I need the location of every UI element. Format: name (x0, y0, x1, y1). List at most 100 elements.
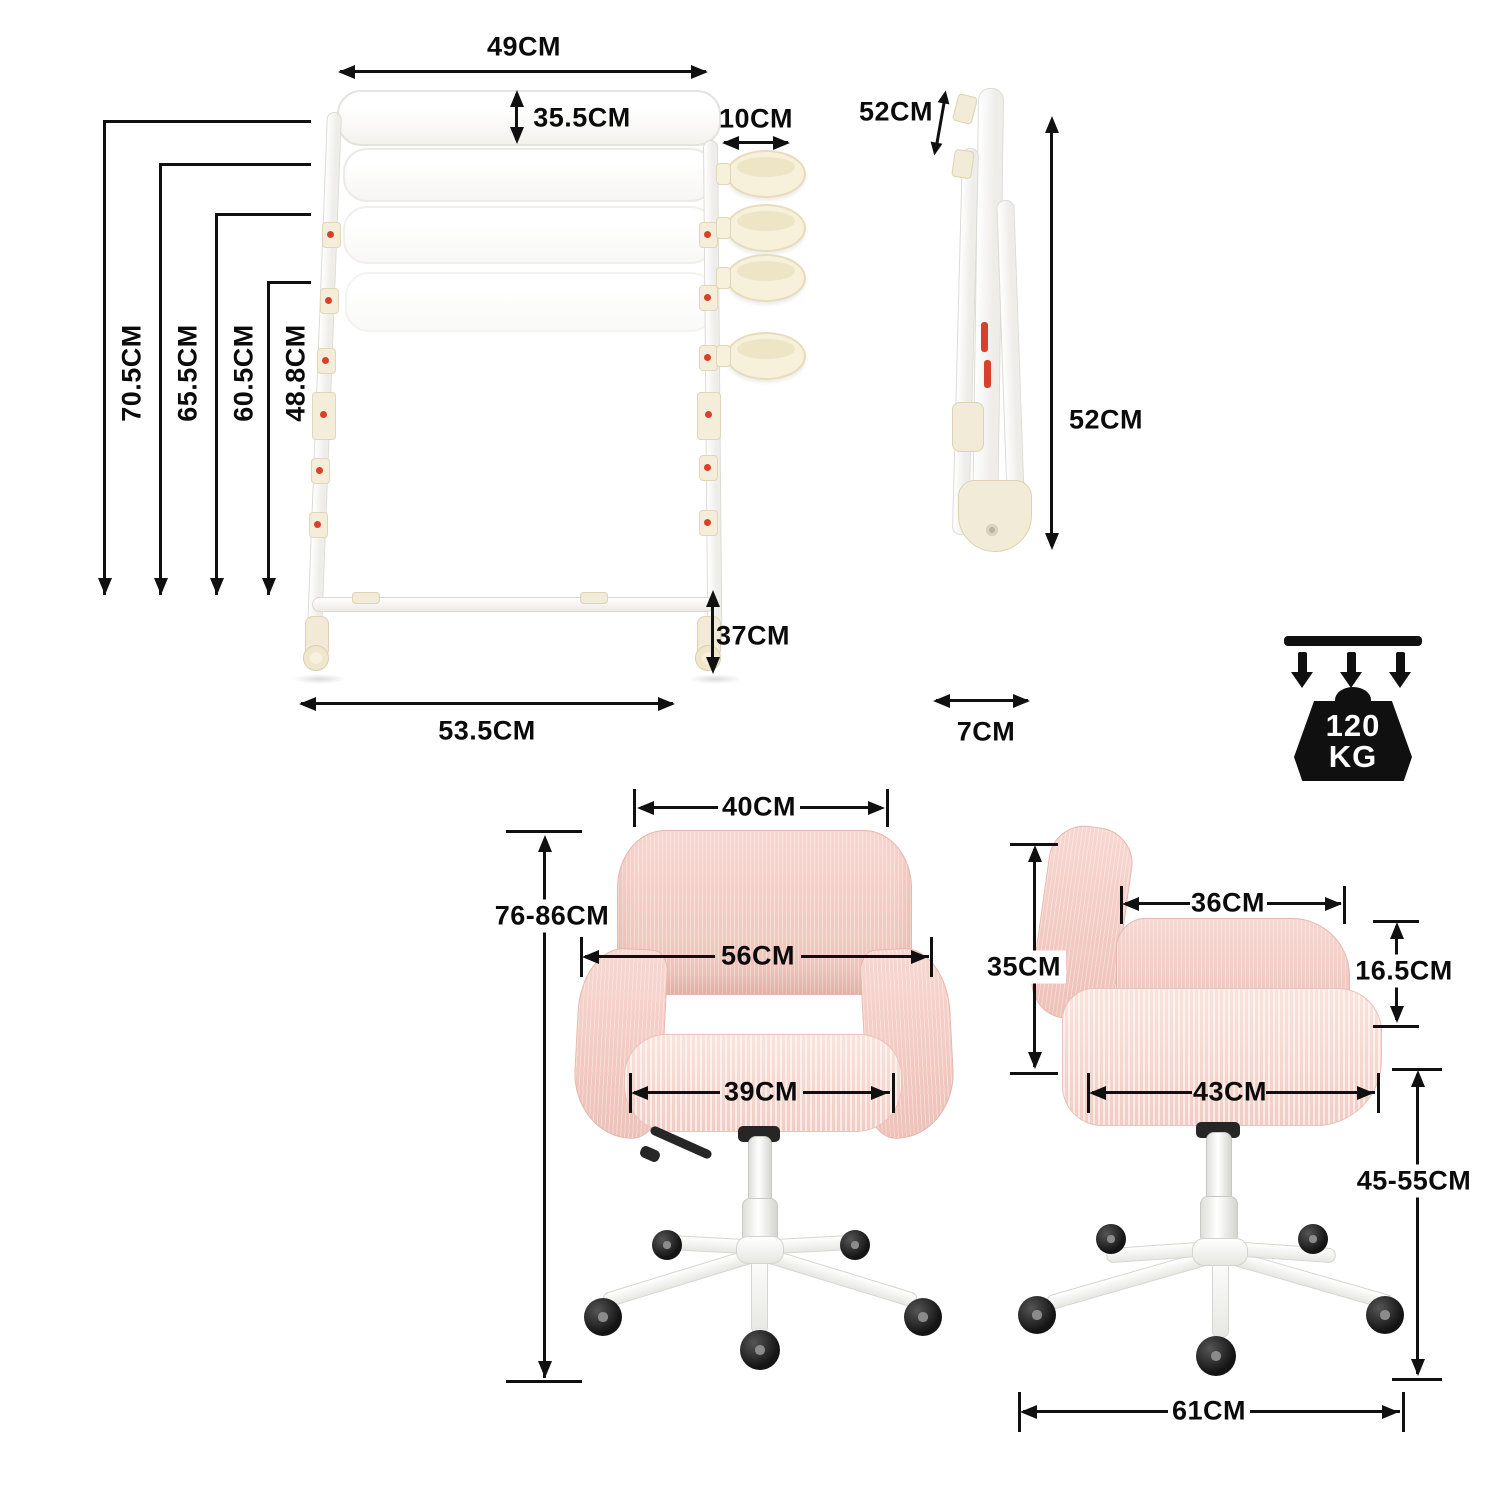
dim-line (800, 806, 881, 809)
caster (1096, 1224, 1126, 1254)
desk-leg-left (306, 111, 342, 646)
crossbar-sleeve (352, 592, 380, 604)
dim-tick (1373, 920, 1419, 923)
dim-tick (580, 937, 583, 977)
dim-line (803, 1091, 890, 1094)
dim-tick (1402, 1392, 1405, 1432)
arrowhead-right (1325, 897, 1342, 911)
dim-line (1092, 1091, 1192, 1094)
folded-clamp (952, 402, 984, 452)
arrowhead-left (338, 65, 355, 79)
down-arrow-icon (1291, 672, 1313, 688)
dim-line (515, 94, 518, 140)
dim-line (103, 120, 106, 595)
seat-depth-label: 43CM (1192, 1076, 1268, 1107)
dim-tick (629, 1073, 632, 1113)
arrowhead-up (1028, 845, 1042, 862)
cup-holder-width-label: 10CM (718, 103, 794, 134)
foot-screw (986, 524, 998, 536)
dim-line (1266, 1091, 1375, 1094)
dim-line (267, 281, 270, 595)
arrowhead-up (1390, 922, 1404, 939)
floor-shadow (292, 674, 346, 684)
dim-line (159, 163, 162, 595)
dim-tick (892, 1073, 895, 1113)
folded-depth-label: 52CM (858, 96, 934, 127)
arrowhead-left (1122, 897, 1139, 911)
caster (584, 1298, 622, 1336)
dim-tick (1377, 1073, 1380, 1113)
height-clip-lock (697, 392, 721, 440)
dim-tick (506, 1380, 582, 1383)
desk-base-width-label: 53.5CM (438, 715, 536, 746)
dim-line (641, 806, 718, 809)
dim-line (1023, 1410, 1168, 1413)
caster (740, 1330, 780, 1370)
arrowhead-right (773, 136, 790, 150)
base-hub (1192, 1238, 1248, 1266)
dim-line (215, 213, 311, 216)
max-load-value: 120 (1325, 708, 1381, 743)
arrowhead-right (691, 65, 708, 79)
dim-tick (1010, 1072, 1058, 1075)
folded-foot (958, 480, 1032, 552)
arrowhead-down (262, 578, 276, 595)
dim-tick (1018, 1392, 1021, 1432)
arrowhead-right (871, 1086, 888, 1100)
dim-line (340, 70, 706, 73)
caster (1366, 1296, 1404, 1334)
arrowhead-down (1028, 1052, 1042, 1069)
arrowhead-down (154, 578, 168, 595)
height-level-3-label: 60.5CM (228, 324, 259, 422)
desk-tray-ghost-2 (343, 206, 715, 264)
dim-line (1267, 902, 1341, 905)
weight-capacity-icon: 120 KG (1280, 630, 1430, 785)
arrowhead-down (538, 1361, 552, 1378)
dim-line (1416, 1074, 1419, 1374)
arrowhead-left (722, 136, 739, 150)
dim-tick (1087, 1073, 1090, 1113)
backrest-height-label: 35CM (981, 950, 1067, 984)
dim-line (267, 281, 311, 284)
arrowhead-left (299, 697, 316, 711)
backrest-width-label: 40CM (721, 791, 797, 822)
dim-tick (1392, 1068, 1442, 1071)
height-level-2-label: 65.5CM (172, 324, 203, 422)
arrowhead-up (510, 90, 524, 107)
height-clip (317, 348, 336, 374)
chair-seat-side (1062, 988, 1382, 1126)
dim-line (543, 840, 546, 1378)
dim-tick (1010, 843, 1058, 846)
arrowhead-right (658, 697, 675, 711)
dim-line (724, 141, 788, 144)
cup-holder (716, 150, 806, 198)
base-width-label: 61CM (1171, 1395, 1247, 1426)
dim-line (301, 702, 673, 705)
load-bar-icon (1284, 636, 1422, 646)
caster (1298, 1224, 1328, 1254)
chair-seat (624, 1034, 902, 1132)
folded-thickness-label: 7CM (956, 716, 1016, 747)
dim-tick (1373, 1025, 1419, 1028)
dim-line (215, 213, 218, 595)
arrowhead-right (868, 801, 885, 815)
arrowhead-right (911, 950, 928, 964)
red-safety-stripe (981, 322, 988, 352)
arrowhead-down (510, 127, 524, 144)
arrowhead-up (1045, 116, 1059, 133)
down-arrow-icon (1396, 652, 1405, 674)
arrowhead-up (538, 835, 552, 852)
caster (1196, 1336, 1236, 1376)
dim-line (585, 955, 715, 958)
arrowhead-up (1411, 1070, 1425, 1087)
chair-height-range-label: 76-86CM (489, 899, 615, 933)
dim-line (1050, 122, 1053, 546)
kettlebell-body: 120 KG (1294, 701, 1412, 781)
crossbar-sleeve (580, 592, 608, 604)
arrowhead-left (582, 950, 599, 964)
down-arrow-icon (1389, 672, 1411, 688)
gas-lift-lever-grip (638, 1144, 662, 1164)
folded-top-cap (951, 92, 979, 126)
tray-depth-label: 35.5CM (533, 102, 631, 133)
